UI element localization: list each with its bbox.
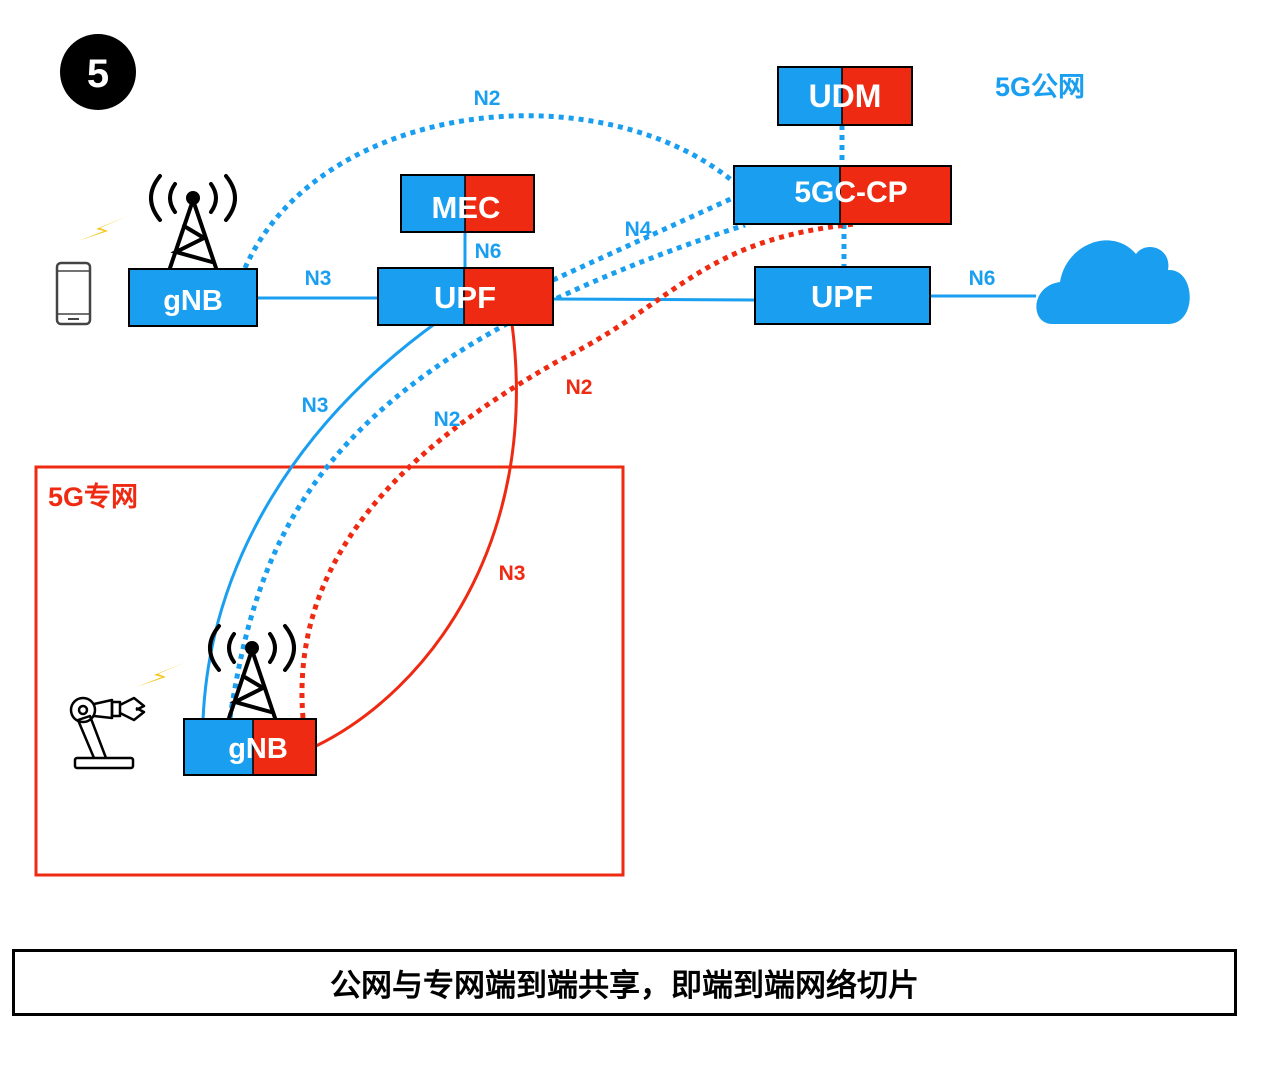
cp-node: 5GC-CP [733, 165, 952, 225]
lightning-icon [78, 216, 128, 241]
cloud-icon [1036, 240, 1190, 324]
udm-node: UDM [777, 66, 913, 126]
public-network-label: 5G公网 [995, 72, 1085, 102]
link-label-n4: N4 [625, 218, 652, 241]
link-label-n2-private-red: N2 [566, 376, 593, 399]
step-badge [60, 34, 136, 110]
antenna-tower-icon [208, 624, 296, 720]
link-label-n6-mec: N6 [475, 240, 502, 263]
link-label-n3: N3 [305, 267, 332, 290]
caption-box: 公网与专网端到端共享，即端到端网络切片 [12, 949, 1237, 1016]
smartphone-icon [55, 261, 92, 326]
step-number: 5 [87, 52, 109, 96]
cp-label: 5GC-CP [794, 176, 907, 209]
link-n3-private-blue [201, 318, 441, 721]
link-label-n3-private-red: N3 [499, 562, 526, 585]
link-label-n2-top: N2 [474, 87, 501, 110]
robot-arm-icon [69, 696, 146, 770]
caption-text: 公网与专网端到端共享，即端到端网络切片 [330, 968, 919, 1004]
gnb-private-node: gNB [183, 718, 317, 776]
upf-central-node: UPF [754, 266, 931, 325]
gnb-public-node: gNB [128, 268, 258, 327]
upf-local-node: UPF [377, 267, 554, 326]
link-label-n2-private-blue: N2 [434, 408, 461, 431]
link-n4 [551, 194, 737, 283]
link-label-n3-private-blue: N3 [302, 394, 329, 417]
mec-node: MEC [400, 174, 535, 233]
link-n3-private-red [315, 323, 518, 748]
upf-central-label: UPF [811, 279, 873, 314]
gnb-public-label: gNB [163, 285, 223, 317]
link-label-n6-cloud: N6 [969, 267, 996, 290]
udm-label: UDM [809, 78, 882, 114]
private-network-label: 5G专网 [48, 482, 138, 512]
lightning-icon [136, 662, 186, 687]
antenna-tower-icon [149, 174, 237, 270]
mec-label: MEC [432, 190, 501, 225]
private-network-frame [34, 465, 625, 877]
upf-local-label: UPF [434, 280, 496, 315]
link-upf-upf [552, 297, 756, 302]
link-n2-private-blue [227, 222, 746, 719]
gnb-private-label: gNB [228, 733, 288, 765]
link-n2-private-red [299, 221, 856, 719]
